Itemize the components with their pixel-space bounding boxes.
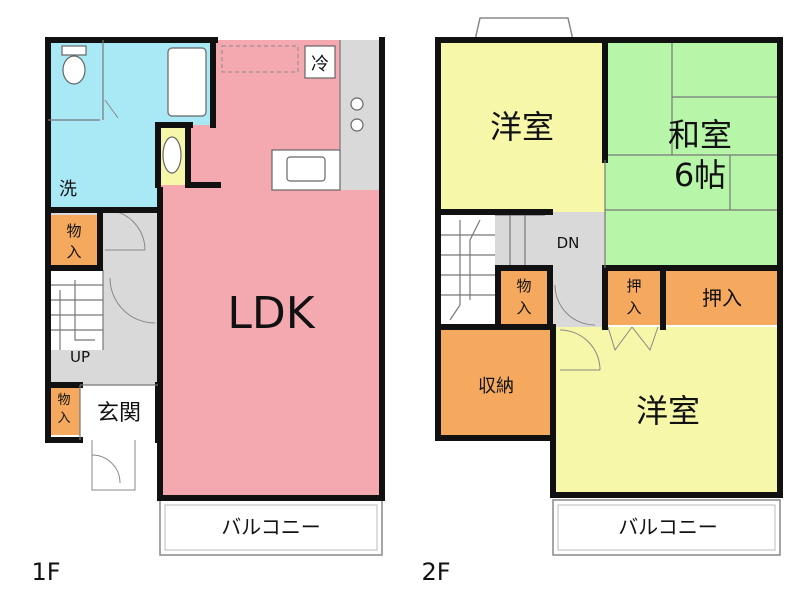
fridge-box-icon	[304, 45, 336, 79]
western-top-label: 洋室	[490, 108, 554, 146]
western-bottom-area	[553, 327, 780, 495]
balcony-2f-inner	[557, 504, 776, 551]
ldk-label: LDK	[227, 288, 315, 339]
washbasin-icon	[162, 136, 182, 174]
toilet-tank-icon	[61, 45, 87, 56]
oshiire-small-label-1: 押	[626, 277, 641, 295]
washroom-area	[48, 120, 158, 210]
oshiire-small-label-2: 入	[626, 299, 641, 317]
shuno-area	[438, 327, 553, 438]
stairs-up-label: UP	[70, 348, 90, 366]
oshiire-wide-label: 押入	[702, 286, 742, 310]
doors-2f	[554, 284, 659, 371]
stairs-lines-1f	[48, 270, 104, 350]
tatami-lines	[605, 40, 780, 211]
stove-burner-icon	[350, 97, 364, 111]
sink-icon	[286, 156, 326, 182]
kitchen-shelf-icon	[221, 45, 299, 73]
storage-small-area	[498, 268, 550, 325]
floor-1-label: 1F	[31, 558, 60, 586]
kitchen-counter-area	[340, 40, 382, 190]
storage-small-label-1: 物	[516, 277, 531, 295]
balcony-2f-outline	[552, 499, 781, 556]
storage-upper-label-2: 入	[66, 243, 81, 261]
storage-upper-label-1: 物	[66, 222, 81, 240]
balcony-1f-outline	[159, 499, 383, 556]
stairs-area-2f	[438, 212, 495, 327]
balcony-1f-label: バルコニー	[221, 515, 321, 539]
entrance-label: 玄関	[97, 401, 141, 426]
floor-1-plan: LDK 冷 洗 物 入 UP 物 入 玄関 バルコニー 1F	[31, 37, 385, 586]
shuno-label: 収納	[478, 376, 514, 397]
western-top-area	[438, 40, 605, 212]
bay-window-2f	[474, 17, 574, 41]
balcony-2f-label: バルコニー	[618, 515, 718, 539]
oshiire-small-area	[605, 268, 663, 325]
toilet-icon	[62, 55, 86, 85]
walls-2f	[435, 37, 783, 498]
floor-2-plan: 洋室 和室 6帖 DN 物 入 押 入 押入 収納 洋室 バルコニー 2F	[421, 17, 783, 586]
storage-small-label-2: 入	[516, 299, 531, 317]
japanese-label-1: 和室	[668, 116, 732, 154]
wash-label: 洗	[59, 179, 77, 200]
entrance-area	[80, 385, 158, 437]
floor-2-label: 2F	[421, 558, 450, 586]
japanese-label-2: 6帖	[674, 156, 726, 194]
fridge-label: 冷	[311, 54, 329, 75]
storage-lower-area	[48, 385, 80, 435]
oshiire-wide-area	[663, 268, 780, 325]
balcony-1f-inner	[164, 504, 378, 551]
stairs-down-label: DN	[557, 234, 580, 252]
walls-1f	[45, 37, 385, 501]
bathtub-icon	[167, 47, 207, 117]
western-bottom-label: 洋室	[636, 392, 700, 430]
storage-lower-label-1: 物	[57, 393, 70, 408]
stove-burner-icon	[350, 118, 364, 132]
storage-upper-area	[48, 215, 100, 267]
storage-lower-label-2: 入	[57, 411, 70, 426]
japanese-room-area	[605, 40, 780, 267]
